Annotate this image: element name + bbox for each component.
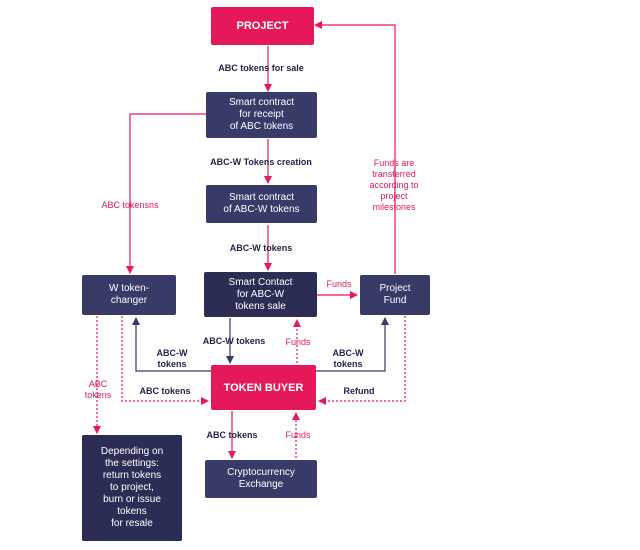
node-project: PROJECT — [211, 7, 314, 45]
label-funds-to-fund: Funds — [326, 279, 352, 289]
node-depending-settings: Depending on the settings: return tokens… — [82, 435, 182, 541]
label-abcw-tokens-right: ABC-W tokens — [332, 348, 364, 369]
label-abc-tokens-for-sale: ABC tokens for sale — [218, 63, 304, 73]
arrow-refund — [318, 316, 406, 405]
label-funds-exchange: Funds — [285, 430, 311, 440]
label-abcw-tokens: ABC-W tokens — [229, 243, 293, 253]
node-crypto-exchange: Cryptocurrency Exchange — [205, 460, 317, 498]
label-abc-tokens-side: ABC tokens — [84, 379, 112, 400]
arrow-buyer-to-fund — [316, 317, 389, 372]
node-smart-contract-abcw: Smart contract of ABC-W tokens — [206, 185, 317, 223]
label-abc-tokens-to-changer: ABC tokens — [139, 386, 191, 396]
label-funds-transferred: Funds are transferred according to proje… — [369, 158, 419, 212]
node-project-fund: Project Fund — [360, 275, 430, 315]
arrow-receipt-to-changer — [126, 113, 206, 274]
label-abcw-tokens-creation: ABC-W Tokens creation — [210, 157, 312, 167]
label-abcw-tokens-down: ABC-W tokens — [202, 336, 266, 346]
node-w-token-changer: W token- changer — [82, 275, 176, 315]
label-abc-tokens-exchange: ABC tokens — [206, 430, 258, 440]
label-abcw-tokens-left: ABC-W tokens — [156, 348, 188, 369]
label-refund: Refund — [343, 386, 375, 396]
node-smart-contact-sale: Smart Contact for ABC-W tokens sale — [204, 272, 317, 317]
node-smart-contract-receipt: Smart contract for receipt of ABC tokens — [206, 92, 317, 138]
label-funds-up: Funds — [285, 337, 311, 347]
arrow-fund-to-project — [314, 21, 396, 274]
node-token-buyer: TOKEN BUYER — [211, 365, 316, 410]
arrow-changer-to-buyer — [121, 316, 209, 405]
label-abc-tokensns: ABC tokensns — [101, 200, 159, 210]
arrow-buyer-to-changer — [132, 317, 211, 372]
